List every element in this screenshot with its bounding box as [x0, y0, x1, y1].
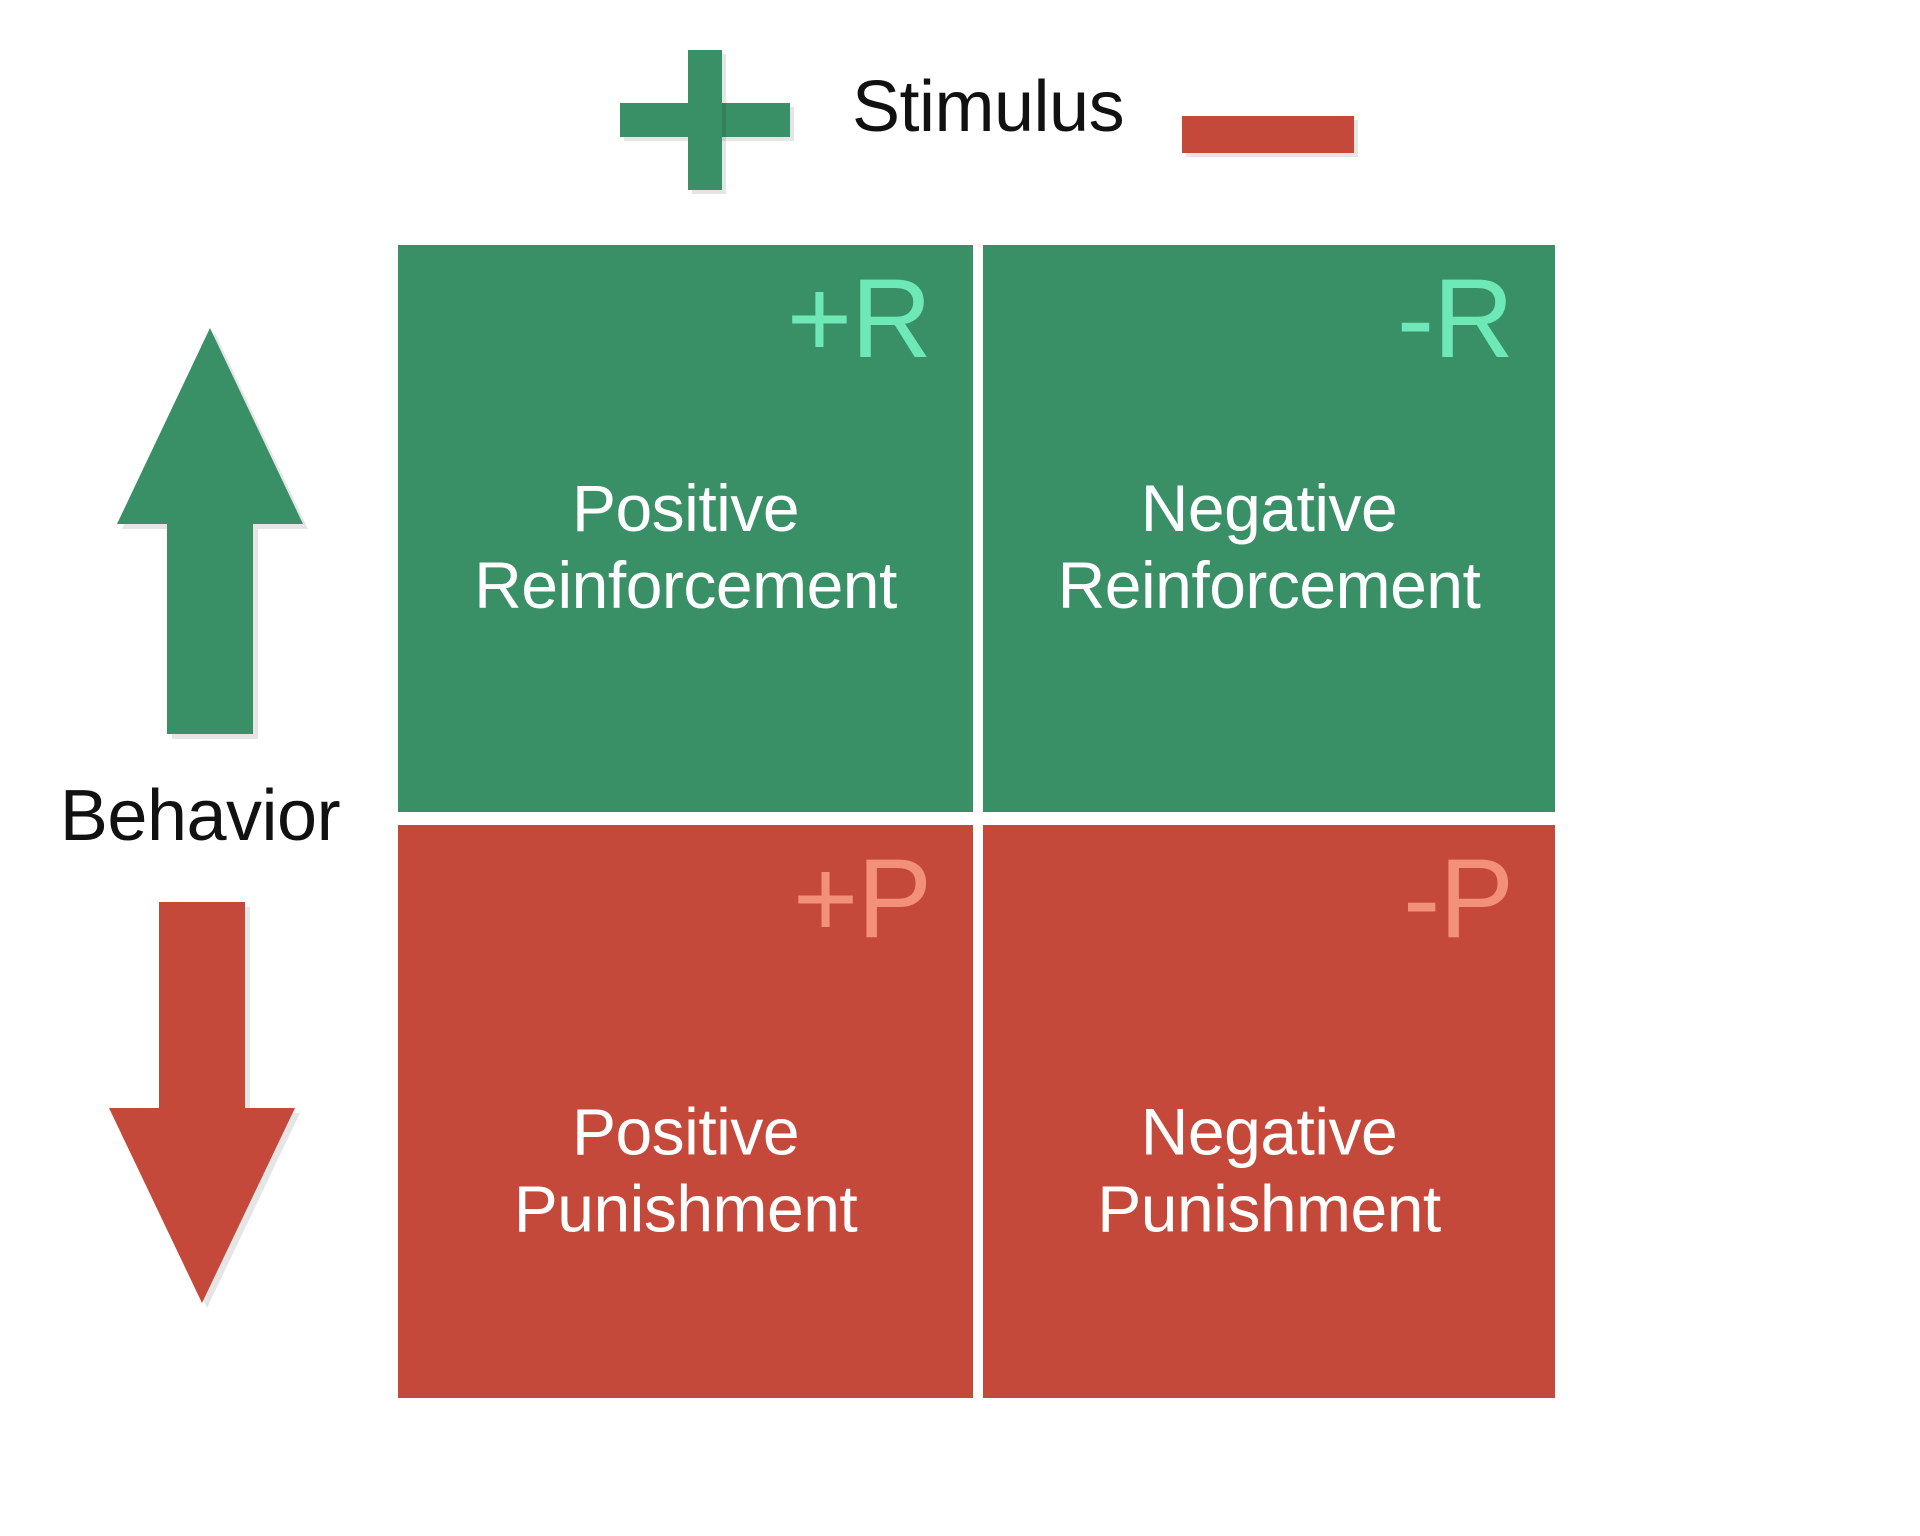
quadrant-title-line2: Punishment [513, 1171, 858, 1246]
quadrant-title-line1: Positive [571, 1093, 800, 1168]
quadrant-negative-reinforcement[interactable]: -R Negative Reinforcement [983, 245, 1555, 812]
plus-vertical-bar [688, 50, 722, 190]
quadrant-code-positive-punishment: +P [792, 836, 932, 961]
quadrant-title-negative-punishment: Negative Punishment [983, 1093, 1555, 1249]
quadrant-negative-punishment[interactable]: -P Negative Punishment [983, 825, 1555, 1398]
quadrant-title-negative-reinforcement: Negative Reinforcement [983, 469, 1555, 625]
quadrant-grid: +R Positive Reinforcement -R Negative Re… [398, 245, 1555, 1398]
quadrant-title-positive-punishment: Positive Punishment [398, 1093, 973, 1249]
quadrant-title-positive-reinforcement: Positive Reinforcement [398, 469, 973, 625]
quadrant-title-line1: Negative [1140, 1093, 1398, 1168]
plus-sign-icon [620, 50, 790, 190]
quadrant-title-line2: Punishment [1097, 1171, 1441, 1246]
minus-sign-icon [1182, 116, 1354, 153]
quadrant-title-line2: Reinforcement [474, 548, 897, 623]
arrow-down-icon [104, 902, 300, 1308]
quadrant-positive-punishment[interactable]: +P Positive Punishment [398, 825, 973, 1398]
quadrant-title-line2: Reinforcement [1057, 548, 1481, 623]
quadrant-code-negative-reinforcement: -R [1396, 256, 1514, 381]
quadrant-code-positive-reinforcement: +R [786, 256, 932, 381]
quadrant-title-line1: Positive [571, 470, 800, 545]
quadrant-code-negative-punishment: -P [1403, 836, 1514, 961]
stimulus-axis-label: Stimulus [852, 67, 1125, 147]
quadrant-title-line1: Negative [1140, 470, 1398, 545]
arrow-up-icon [112, 328, 308, 744]
behavior-axis-label: Behavior [59, 776, 341, 856]
quadrant-positive-reinforcement[interactable]: +R Positive Reinforcement [398, 245, 973, 812]
